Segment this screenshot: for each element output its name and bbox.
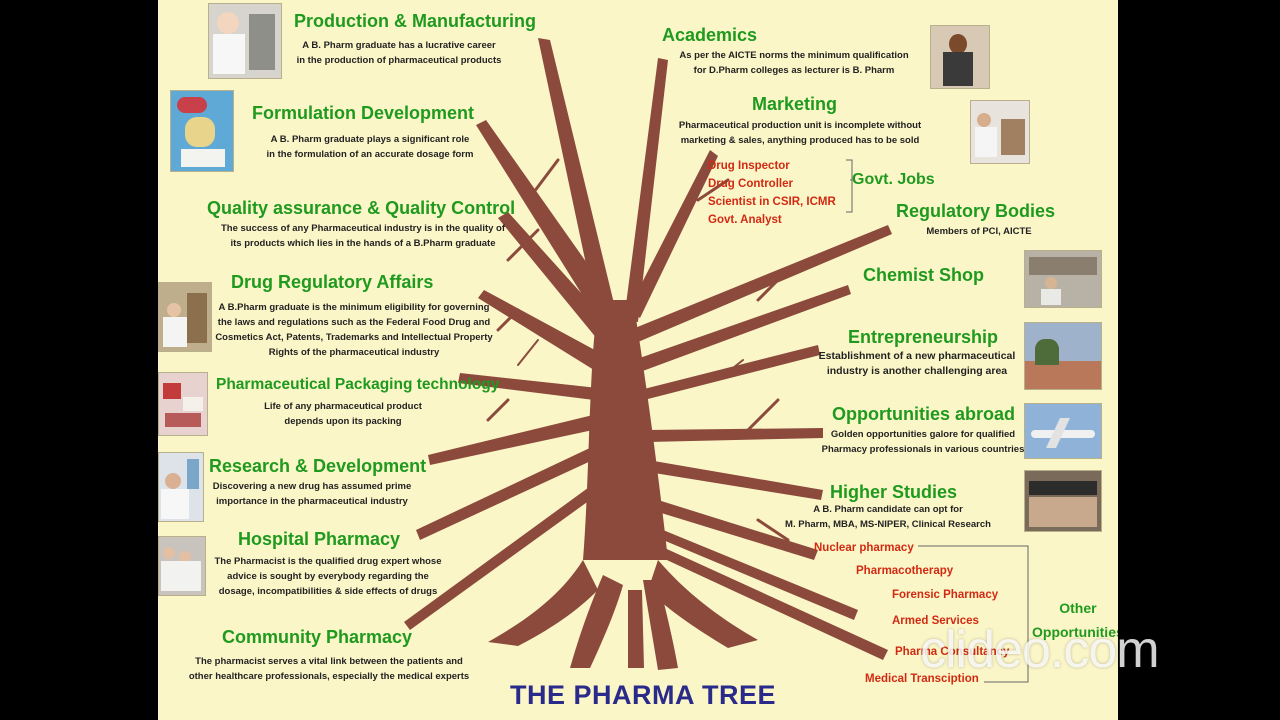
regulatory-photo bbox=[158, 282, 212, 352]
govt-job-scientist: Scientist in CSIR, ICMR bbox=[708, 196, 836, 208]
quality-assurance-title: Quality assurance & Quality Control bbox=[207, 198, 516, 218]
regulatory-bodies-title: Regulatory Bodies bbox=[896, 201, 1056, 221]
drug-regulatory-affairs-desc: A B.Pharm graduate is the minimum eligib… bbox=[215, 302, 493, 358]
higher-studies-title: Higher Studies bbox=[830, 482, 958, 502]
research-development-desc: Discovering a new drug has assumed prime… bbox=[212, 481, 412, 507]
other-pharma-consultancy: Pharma Consultancy bbox=[895, 646, 1010, 658]
research-development-title: Research & Development bbox=[209, 456, 427, 476]
footer-title: THE PHARMA TREE bbox=[509, 680, 776, 710]
govt-jobs-title: Govt. Jobs bbox=[852, 171, 935, 188]
packaging-technology-title: Pharmaceutical Packaging technology bbox=[216, 376, 500, 393]
pharma-tree-poster: Production & Manufacturing A B. Pharm gr… bbox=[158, 0, 1118, 720]
community-pharmacy-desc: The pharmacist serves a vital link betwe… bbox=[188, 656, 470, 682]
academics-photo bbox=[930, 25, 990, 89]
watermark: clideo.com bbox=[920, 621, 1160, 679]
hospital-pharmacy-desc: The Pharmacist is the qualified drug exp… bbox=[214, 556, 442, 597]
manufacturing-photo bbox=[208, 3, 282, 79]
academics-desc: As per the AICTE norms the minimum quali… bbox=[679, 50, 909, 76]
other-nuclear-pharmacy: Nuclear pharmacy bbox=[814, 542, 914, 554]
formulation-photo bbox=[170, 90, 234, 172]
other-medical-transcription: Medical Transciption bbox=[865, 673, 979, 685]
marketing-desc: Pharmaceutical production unit is incomp… bbox=[678, 120, 922, 146]
chemist-shop-title: Chemist Shop bbox=[863, 265, 985, 285]
packaging-photo bbox=[158, 372, 208, 436]
other-armed-services: Armed Services bbox=[892, 615, 979, 627]
marketing-photo bbox=[970, 100, 1030, 164]
regulatory-bodies-desc: Members of PCI, AICTE bbox=[926, 226, 1032, 237]
airplane-photo bbox=[1024, 403, 1102, 459]
production-manufacturing-desc: A B. Pharm graduate has a lucrative care… bbox=[296, 40, 502, 66]
other-pharmacotherapy: Pharmacotherapy bbox=[856, 565, 954, 577]
research-photo bbox=[158, 452, 204, 522]
chemist-shop-photo bbox=[1024, 250, 1102, 308]
tree-illustration bbox=[404, 38, 1029, 683]
graduation-photo bbox=[1024, 470, 1102, 532]
govt-job-drug-inspector: Drug Inspector bbox=[708, 160, 790, 172]
formulation-development-title: Formulation Development bbox=[252, 103, 475, 123]
opportunities-abroad-title: Opportunities abroad bbox=[832, 404, 1016, 424]
govt-job-analyst: Govt. Analyst bbox=[708, 214, 782, 226]
academics-title: Academics bbox=[662, 25, 758, 45]
entrepreneurship-title: Entrepreneurship bbox=[848, 327, 999, 347]
marketing-title: Marketing bbox=[752, 94, 838, 114]
production-manufacturing-title: Production & Manufacturing bbox=[294, 11, 536, 31]
community-pharmacy-title: Community Pharmacy bbox=[222, 627, 413, 647]
hospital-pharmacy-title: Hospital Pharmacy bbox=[238, 529, 401, 549]
hospital-photo bbox=[158, 536, 206, 596]
formulation-development-desc: A B. Pharm graduate plays a significant … bbox=[266, 134, 474, 160]
govt-job-drug-controller: Drug Controller bbox=[708, 178, 793, 190]
other-forensic-pharmacy: Forensic Pharmacy bbox=[892, 589, 999, 601]
entrepreneurship-photo bbox=[1024, 322, 1102, 390]
opportunities-abroad-desc: Golden opportunities galore for qualifie… bbox=[821, 429, 1025, 455]
quality-assurance-desc: The success of any Pharmaceutical indust… bbox=[220, 223, 506, 249]
drug-regulatory-affairs-title: Drug Regulatory Affairs bbox=[231, 272, 434, 292]
